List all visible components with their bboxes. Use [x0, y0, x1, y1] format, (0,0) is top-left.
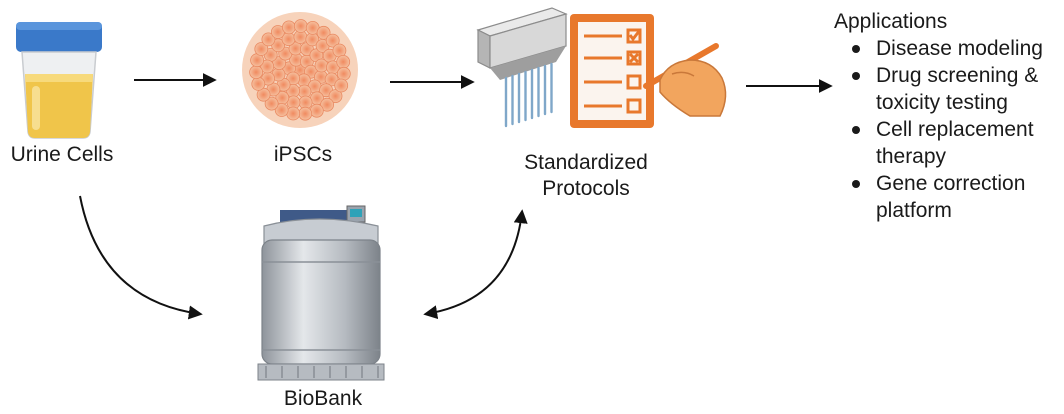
stem-cell — [328, 89, 343, 103]
application-item-line: toxicity testing — [876, 91, 1008, 114]
application-item-line: therapy — [876, 145, 947, 168]
ipsc-colony-icon — [242, 12, 358, 128]
application-item-line: Drug screening & — [876, 64, 1039, 87]
urine-cells-label: Urine Cells — [10, 143, 114, 166]
urine-cup-icon — [16, 22, 102, 139]
stem-cell — [254, 42, 269, 56]
application-item-line: Gene correction — [876, 172, 1026, 195]
stem-cell — [298, 106, 313, 121]
stem-cell — [336, 66, 351, 81]
stem-cell — [281, 20, 296, 35]
stem-cell — [261, 32, 276, 47]
applications-title: Applications — [834, 10, 948, 33]
stem-cell — [325, 33, 340, 48]
stem-cell — [316, 25, 331, 40]
multichannel-pipette-icon — [476, 7, 568, 128]
standardized-protocols-label: Standardized Protocols — [506, 150, 666, 202]
stem-cell — [334, 78, 349, 93]
stem-cell — [309, 103, 324, 118]
stem-cell — [264, 96, 279, 111]
arrow-protocols-biobank-bidirectional — [423, 209, 528, 320]
application-item-line: Cell replacement — [876, 118, 1034, 141]
application-item: Drug screening & toxicity testing — [852, 62, 1043, 116]
applications-list: Disease modeling Drug screening & toxici… — [834, 35, 1043, 224]
protocols-label-line1: Standardized — [524, 151, 648, 174]
application-item-line: platform — [876, 199, 952, 222]
application-item-line: Disease modeling — [876, 37, 1043, 60]
stem-cell — [286, 106, 301, 121]
ipscs-label: iPSCs — [273, 143, 333, 166]
biobank-tank-icon — [257, 205, 385, 381]
application-item: Gene correction platform — [852, 170, 1043, 224]
stem-cell — [260, 59, 275, 74]
writing-hand-icon — [643, 43, 727, 117]
stem-cell — [249, 65, 264, 80]
application-item: Cell replacement therapy — [852, 116, 1043, 170]
stem-cell — [336, 55, 351, 69]
biobank-label: BioBank — [283, 387, 363, 410]
stem-cell — [293, 19, 308, 33]
checklist-icon — [570, 14, 654, 128]
stem-cell — [274, 103, 289, 117]
arrow-urine-to-biobank — [79, 195, 203, 320]
application-item: Disease modeling — [852, 35, 1043, 62]
applications-panel: Applications Disease modeling Drug scree… — [834, 8, 1043, 224]
stem-cell — [251, 77, 266, 91]
protocols-label-line2: Protocols — [542, 177, 630, 200]
stem-cell — [320, 97, 335, 112]
